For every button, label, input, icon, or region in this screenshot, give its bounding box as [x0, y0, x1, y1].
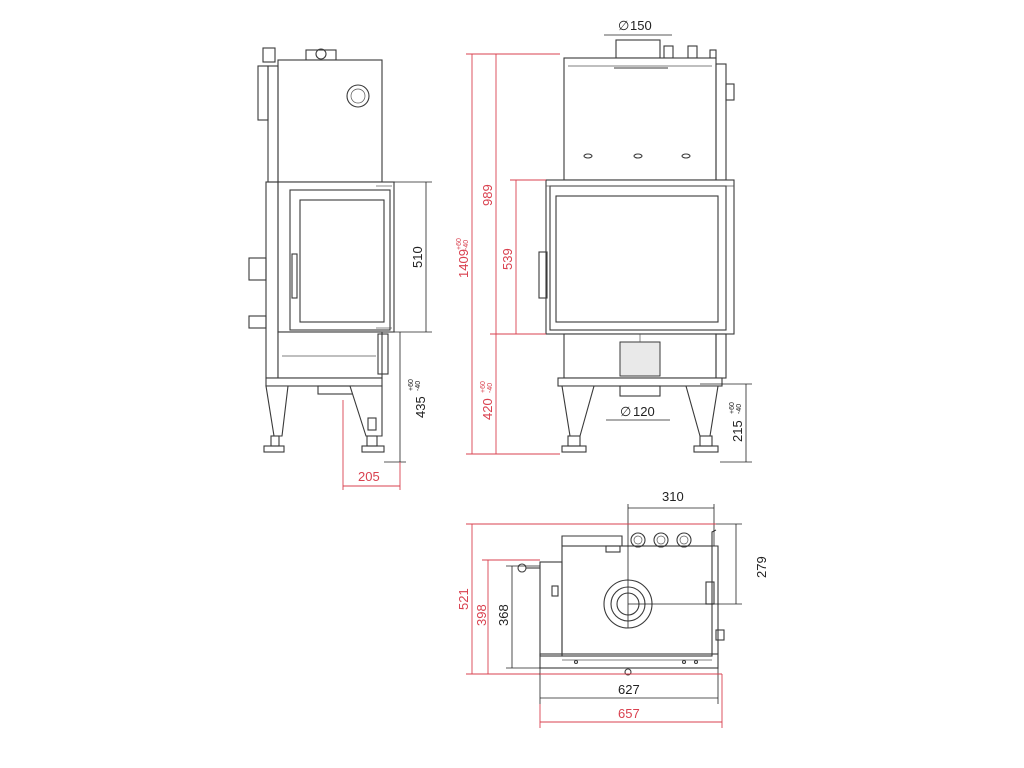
side-lower-body [277, 331, 383, 379]
side-leg-front [349, 385, 383, 437]
top-nozzle-1 [630, 532, 646, 548]
side-leg-front-pad [361, 445, 385, 453]
front-air-inlet [619, 385, 661, 397]
side-back-flange [257, 65, 269, 121]
side-inspection-port [346, 84, 370, 108]
front-leg-right-pad [693, 445, 719, 453]
dim-521-label: 521 [456, 588, 471, 610]
top-front-knob [624, 668, 632, 676]
side-door-glass [299, 199, 385, 323]
dim-398-label: 398 [474, 604, 489, 626]
top-left-panel [539, 561, 563, 657]
side-view: 510 435 +60 -40 205 [248, 47, 432, 490]
top-nozzle-1-inner [633, 535, 643, 545]
top-nozzle-3-inner [679, 535, 689, 545]
front-stub-2 [687, 45, 698, 59]
front-lower-side [715, 333, 727, 379]
dim-1409-tol-minus: -40 [463, 240, 470, 250]
top-nozzle-2 [653, 532, 669, 548]
dim-627-label: 627 [618, 682, 640, 697]
top-dot-2 [681, 659, 687, 665]
side-base-plate [265, 377, 383, 387]
top-rear-slot [605, 545, 621, 553]
front-door-handle [538, 251, 548, 299]
top-nozzle-2-inner [656, 535, 666, 545]
front-side-panel [715, 63, 727, 181]
side-rear-bracket [248, 257, 267, 281]
front-side-bracket [725, 83, 735, 101]
side-rear-column [265, 181, 279, 379]
front-base-plate [557, 377, 723, 387]
dim-420-tol-plus: +60 [480, 381, 487, 393]
front-upper-body [563, 57, 717, 181]
front-stub-1 [663, 45, 674, 59]
side-upper-body [277, 59, 383, 183]
front-leg-right [685, 385, 719, 437]
front-vent-2 [633, 153, 643, 159]
top-body [561, 545, 713, 657]
front-stub-3 [709, 49, 717, 59]
side-door-frame [277, 181, 395, 333]
front-view: ∅ 150 1409 +60 -40 989 539 420 +60 -40 ∅… [456, 18, 752, 463]
dim-435-tol-minus: -40 [415, 381, 422, 391]
top-left-bracket [551, 585, 559, 597]
side-lower-rod [377, 333, 389, 375]
dim-510-label: 510 [410, 246, 425, 268]
dim-279-label: 279 [754, 556, 769, 578]
top-right-stub [715, 629, 725, 641]
dim-120-symbol: ∅ [620, 404, 631, 419]
front-leg-left-foot [567, 435, 581, 447]
side-leg-front-foot [366, 435, 378, 447]
side-flue-stub [262, 47, 276, 63]
front-leg-right-foot [699, 435, 713, 447]
front-flue-collar [615, 39, 661, 59]
side-leg-rear [265, 385, 289, 437]
side-leg-rear-pad [263, 445, 285, 453]
side-door-handle [291, 253, 298, 299]
dim-368-label: 368 [496, 604, 511, 626]
dim-539-label: 539 [500, 248, 515, 270]
side-air-duct [317, 385, 355, 395]
dim-657-label: 657 [618, 706, 640, 721]
dim-435-tol-plus: +60 [408, 379, 415, 391]
dim-215-tol-minus: -40 [736, 404, 743, 414]
dim-435-label: 435 [413, 396, 428, 418]
top-handle-knob [517, 563, 527, 573]
top-rear-tab [561, 535, 623, 546]
side-leg-rear-foot [270, 435, 280, 447]
dim-989-label: 989 [480, 184, 495, 206]
side-rear-bracket-low [248, 315, 267, 329]
top-dot-3 [693, 659, 699, 665]
dim-215-tol-plus: +60 [729, 402, 736, 414]
front-vent-3 [681, 153, 691, 159]
dim-205-label: 205 [358, 469, 380, 484]
top-right-edge [712, 545, 719, 654]
dim-1409-tol-plus: +60 [456, 238, 463, 250]
top-nozzle-3 [676, 532, 692, 548]
front-leg-left [561, 385, 595, 437]
side-door [289, 189, 391, 331]
dim-120-label: 120 [633, 404, 655, 419]
dim-1409-label: 1409 [456, 249, 471, 278]
front-air-box [619, 341, 661, 377]
dim-215-label: 215 [730, 420, 745, 442]
top-front-frame [539, 653, 719, 669]
dim-310-label: 310 [662, 489, 684, 504]
side-top-ring [315, 48, 327, 60]
front-vent-1 [583, 153, 593, 159]
side-back-panel [267, 65, 279, 183]
front-door-glass [555, 195, 719, 323]
dim-420-label: 420 [480, 398, 495, 420]
dim-420-tol-minus: -40 [487, 383, 494, 393]
dim-150-symbol: ∅ [618, 18, 629, 33]
top-view: 310 279 521 398 368 627 657 [456, 489, 769, 728]
top-rear-edge [711, 529, 717, 546]
front-door-frame [545, 179, 735, 335]
side-leg-adjuster [367, 417, 377, 431]
dim-150-label: 150 [630, 18, 652, 33]
side-inspection-port-inner [350, 88, 366, 104]
top-dot-1 [573, 659, 579, 665]
front-leg-left-pad [561, 445, 587, 453]
